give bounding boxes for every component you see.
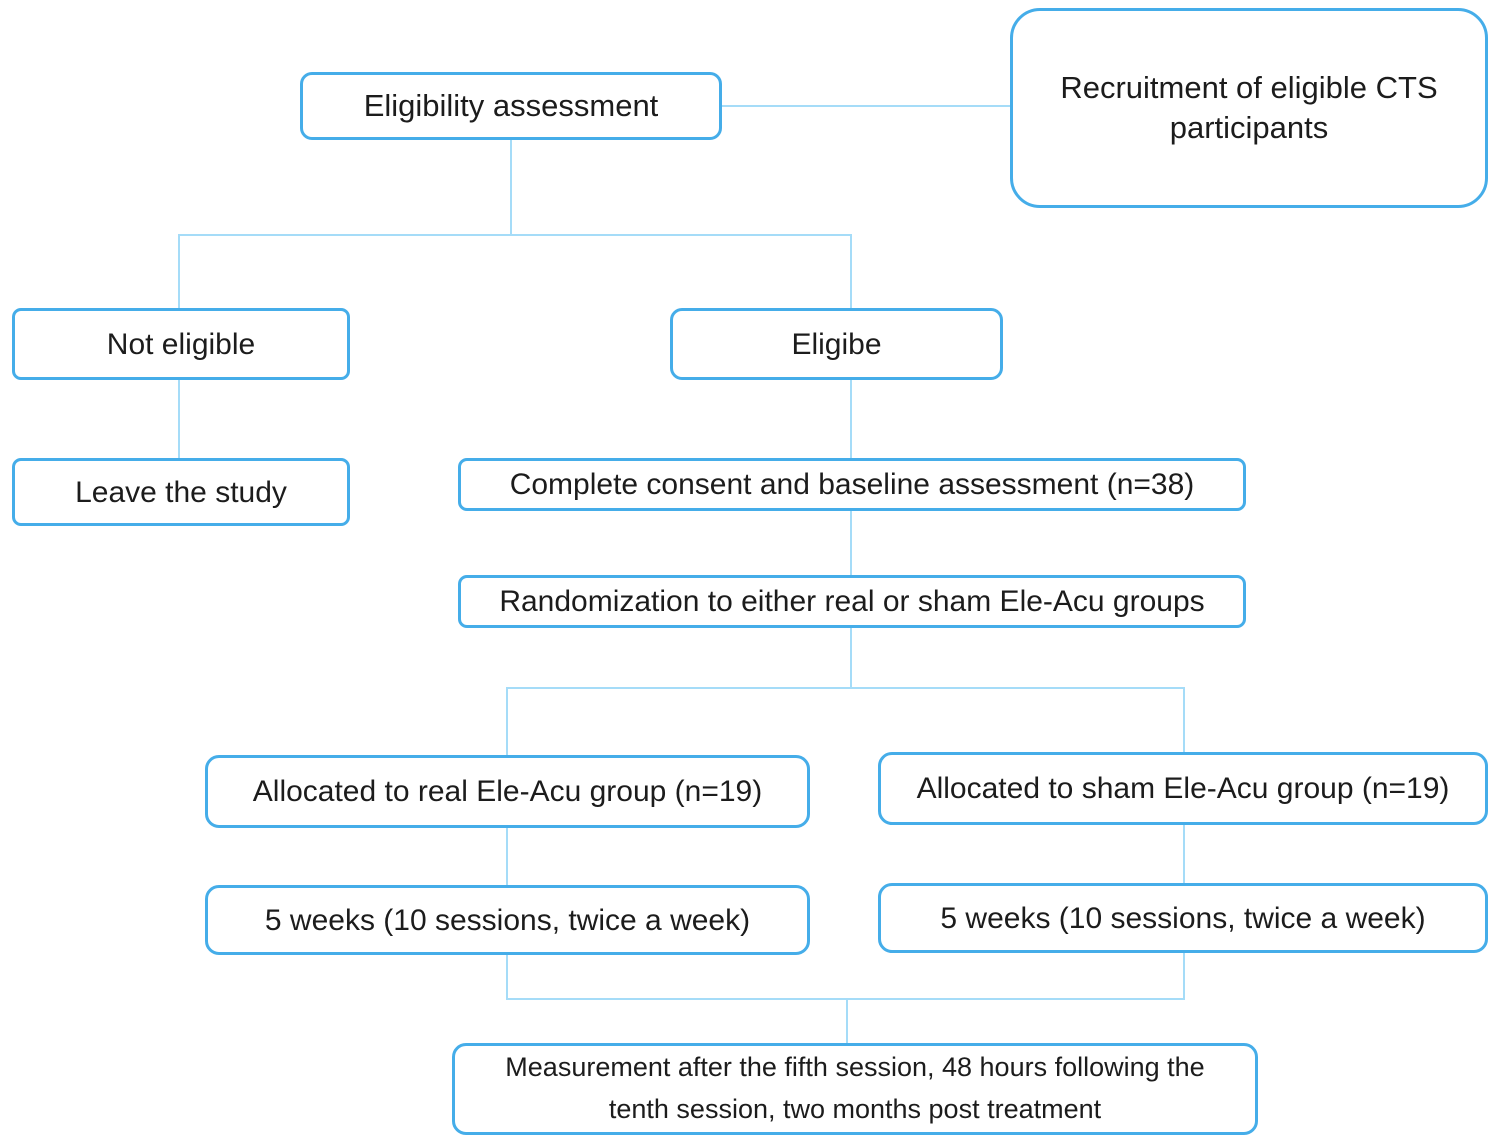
connector-branch-to-not-eligible: [178, 234, 180, 310]
connector-branch-to-alloc-sham: [1183, 687, 1185, 754]
connector-weeks-sham-down: [1183, 953, 1185, 1000]
connector-merge-horizontal: [506, 998, 1185, 1000]
connector-merge-to-measurement: [846, 998, 848, 1045]
node-eligible: Eligibe: [670, 308, 1003, 380]
node-eligibility-assessment: Eligibility assessment: [300, 72, 722, 140]
connector-alloc-real-to-weeks: [506, 828, 508, 887]
connector-branch-to-eligible: [850, 234, 852, 310]
node-leave-study: Leave the study: [12, 458, 350, 526]
node-allocated-real: Allocated to real Ele-Acu group (n=19): [205, 755, 810, 828]
node-measurement: Measurement after the fifth session, 48 …: [452, 1043, 1258, 1135]
node-consent-baseline: Complete consent and baseline assessment…: [458, 458, 1246, 511]
connector-eligible-to-consent: [850, 380, 852, 460]
node-weeks-real: 5 weeks (10 sessions, twice a week): [205, 885, 810, 955]
connector-branch-eligibility: [178, 234, 852, 236]
connector-branch-to-alloc-real: [506, 687, 508, 757]
connector-eligibility-to-recruitment: [722, 105, 1010, 107]
node-not-eligible: Not eligible: [12, 308, 350, 380]
connector-alloc-sham-to-weeks: [1183, 825, 1185, 885]
connector-randomization-down: [850, 628, 852, 689]
connector-eligibility-down: [510, 140, 512, 235]
connector-consent-to-randomization: [850, 511, 852, 577]
node-weeks-sham: 5 weeks (10 sessions, twice a week): [878, 883, 1488, 953]
connector-branch-allocation: [506, 687, 1185, 689]
connector-not-eligible-to-leave: [178, 380, 180, 460]
connector-weeks-real-down: [506, 955, 508, 1000]
node-randomization: Randomization to either real or sham Ele…: [458, 575, 1246, 628]
node-allocated-sham: Allocated to sham Ele-Acu group (n=19): [878, 752, 1488, 825]
node-recruitment: Recruitment of eligible CTS participants: [1010, 8, 1488, 208]
